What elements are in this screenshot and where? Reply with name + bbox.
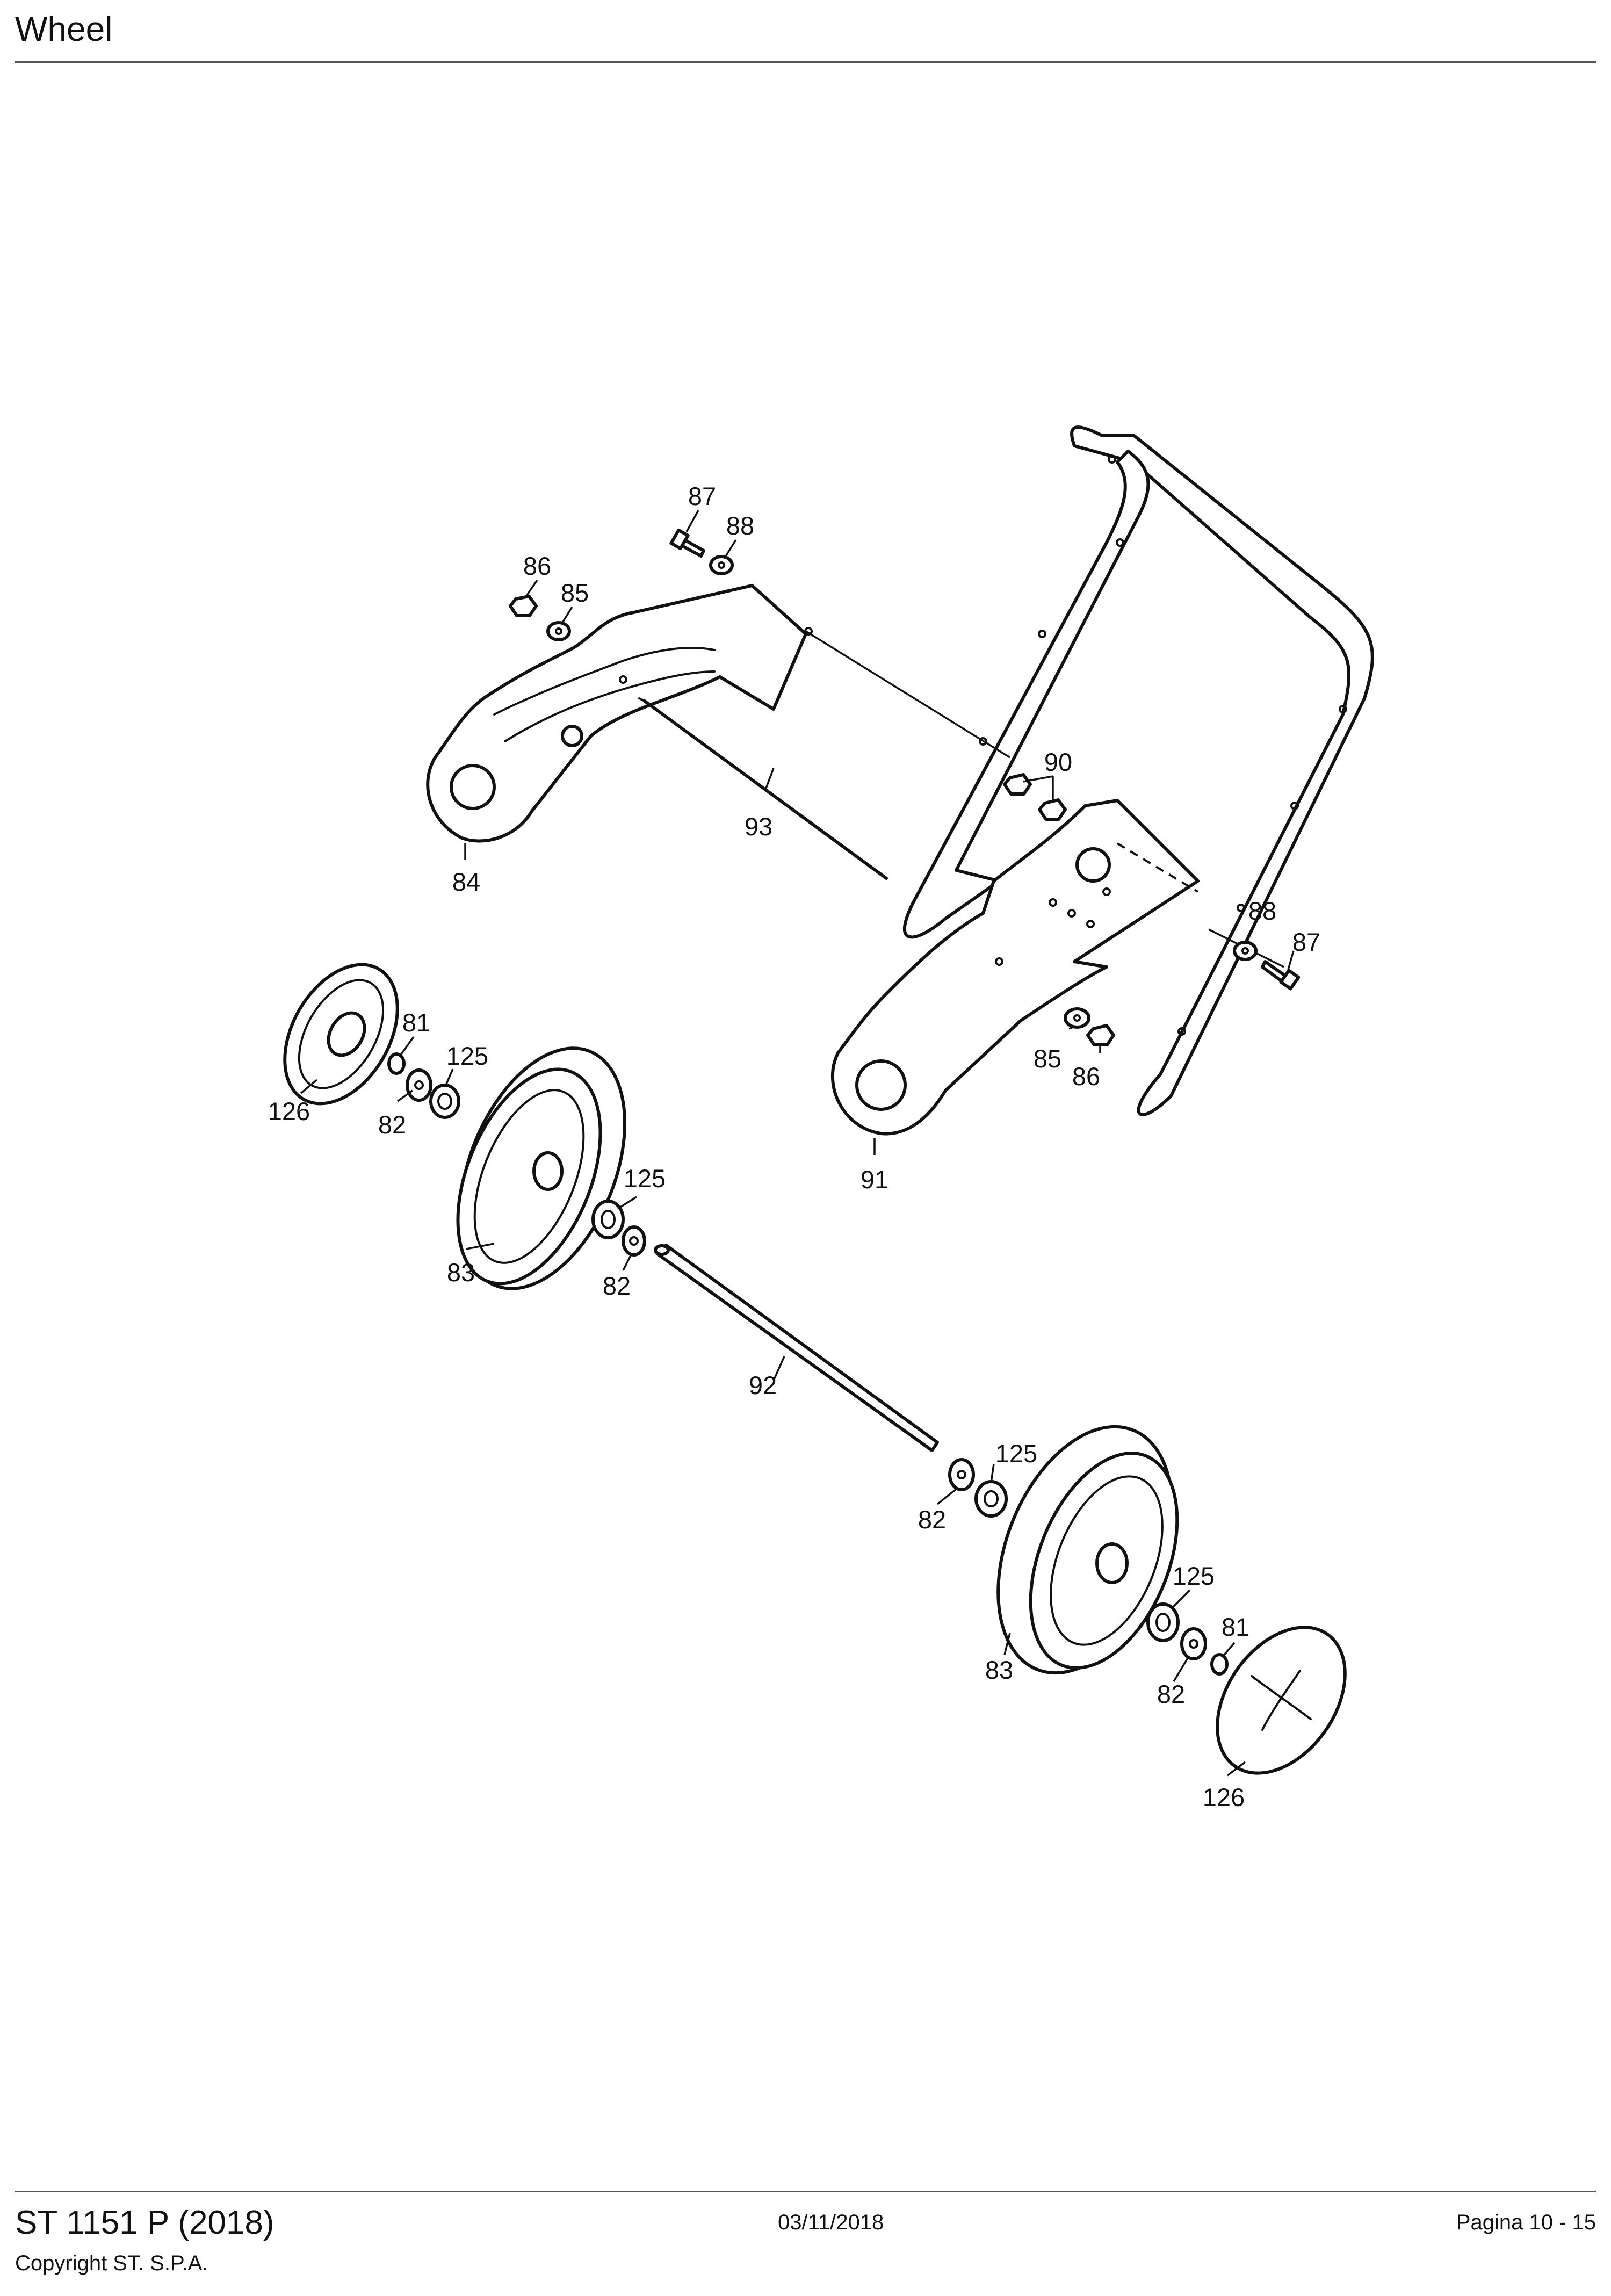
callout-125: 125 [624,1164,666,1193]
leader-lines [300,510,1295,1777]
callout-83: 83 [985,1656,1013,1684]
hardware [509,528,1301,1046]
footer-date: 03/11/2018 [778,2211,884,2234]
callout-86: 86 [1072,1062,1100,1091]
left-outer-hardware [387,1052,460,1119]
callout-81: 81 [1222,1613,1249,1641]
page-title: Wheel [15,10,113,48]
callout-81: 81 [402,1008,430,1037]
right-inner-hardware [948,1458,1008,1518]
callout-92: 92 [749,1371,777,1399]
callout-85: 85 [1034,1044,1061,1073]
callout-126: 126 [1203,1783,1245,1811]
callout-88: 88 [1248,897,1276,925]
callout-85: 85 [561,579,589,607]
right-outer-hardware [1146,1602,1229,1676]
callout-87: 87 [688,482,716,510]
callout-87: 87 [1292,928,1320,956]
header-divider [15,61,1596,63]
hub-cap-right [1216,1626,1347,1775]
footer-page-number: Pagina 10 - 15 [1456,2211,1596,2234]
callout-84: 84 [452,868,480,896]
wheel-right [996,1425,1179,1675]
callout-labels: 87 88 86 85 90 93 84 88 87 85 86 91 81 1… [268,482,1320,1811]
callout-125: 125 [995,1439,1037,1468]
handle-frame [902,425,1374,1116]
callout-82: 82 [1157,1680,1185,1708]
callout-82: 82 [378,1110,406,1139]
callout-83: 83 [447,1258,475,1287]
wheel-left [456,1046,627,1290]
axle-92 [654,1244,939,1452]
right-bracket-plate [831,799,1200,1136]
footer-model: ST 1151 P (2018) [15,2204,274,2241]
callout-93: 93 [745,812,772,841]
footer-copyright: Copyright ST. S.P.A. [15,2251,208,2275]
callout-125: 125 [446,1042,488,1070]
callout-88: 88 [726,511,754,540]
left-inner-hardware [591,1200,646,1257]
footer-divider [15,2191,1596,2192]
callout-126: 126 [268,1097,310,1125]
callout-91: 91 [861,1165,888,1194]
callout-86: 86 [523,552,551,580]
left-bracket-plate [426,584,813,843]
rod-93 [638,697,888,880]
callout-90: 90 [1044,748,1072,776]
callout-125: 125 [1173,1562,1215,1590]
callout-82: 82 [603,1272,631,1300]
hub-cap-left [283,963,399,1106]
callout-82: 82 [918,1505,946,1534]
